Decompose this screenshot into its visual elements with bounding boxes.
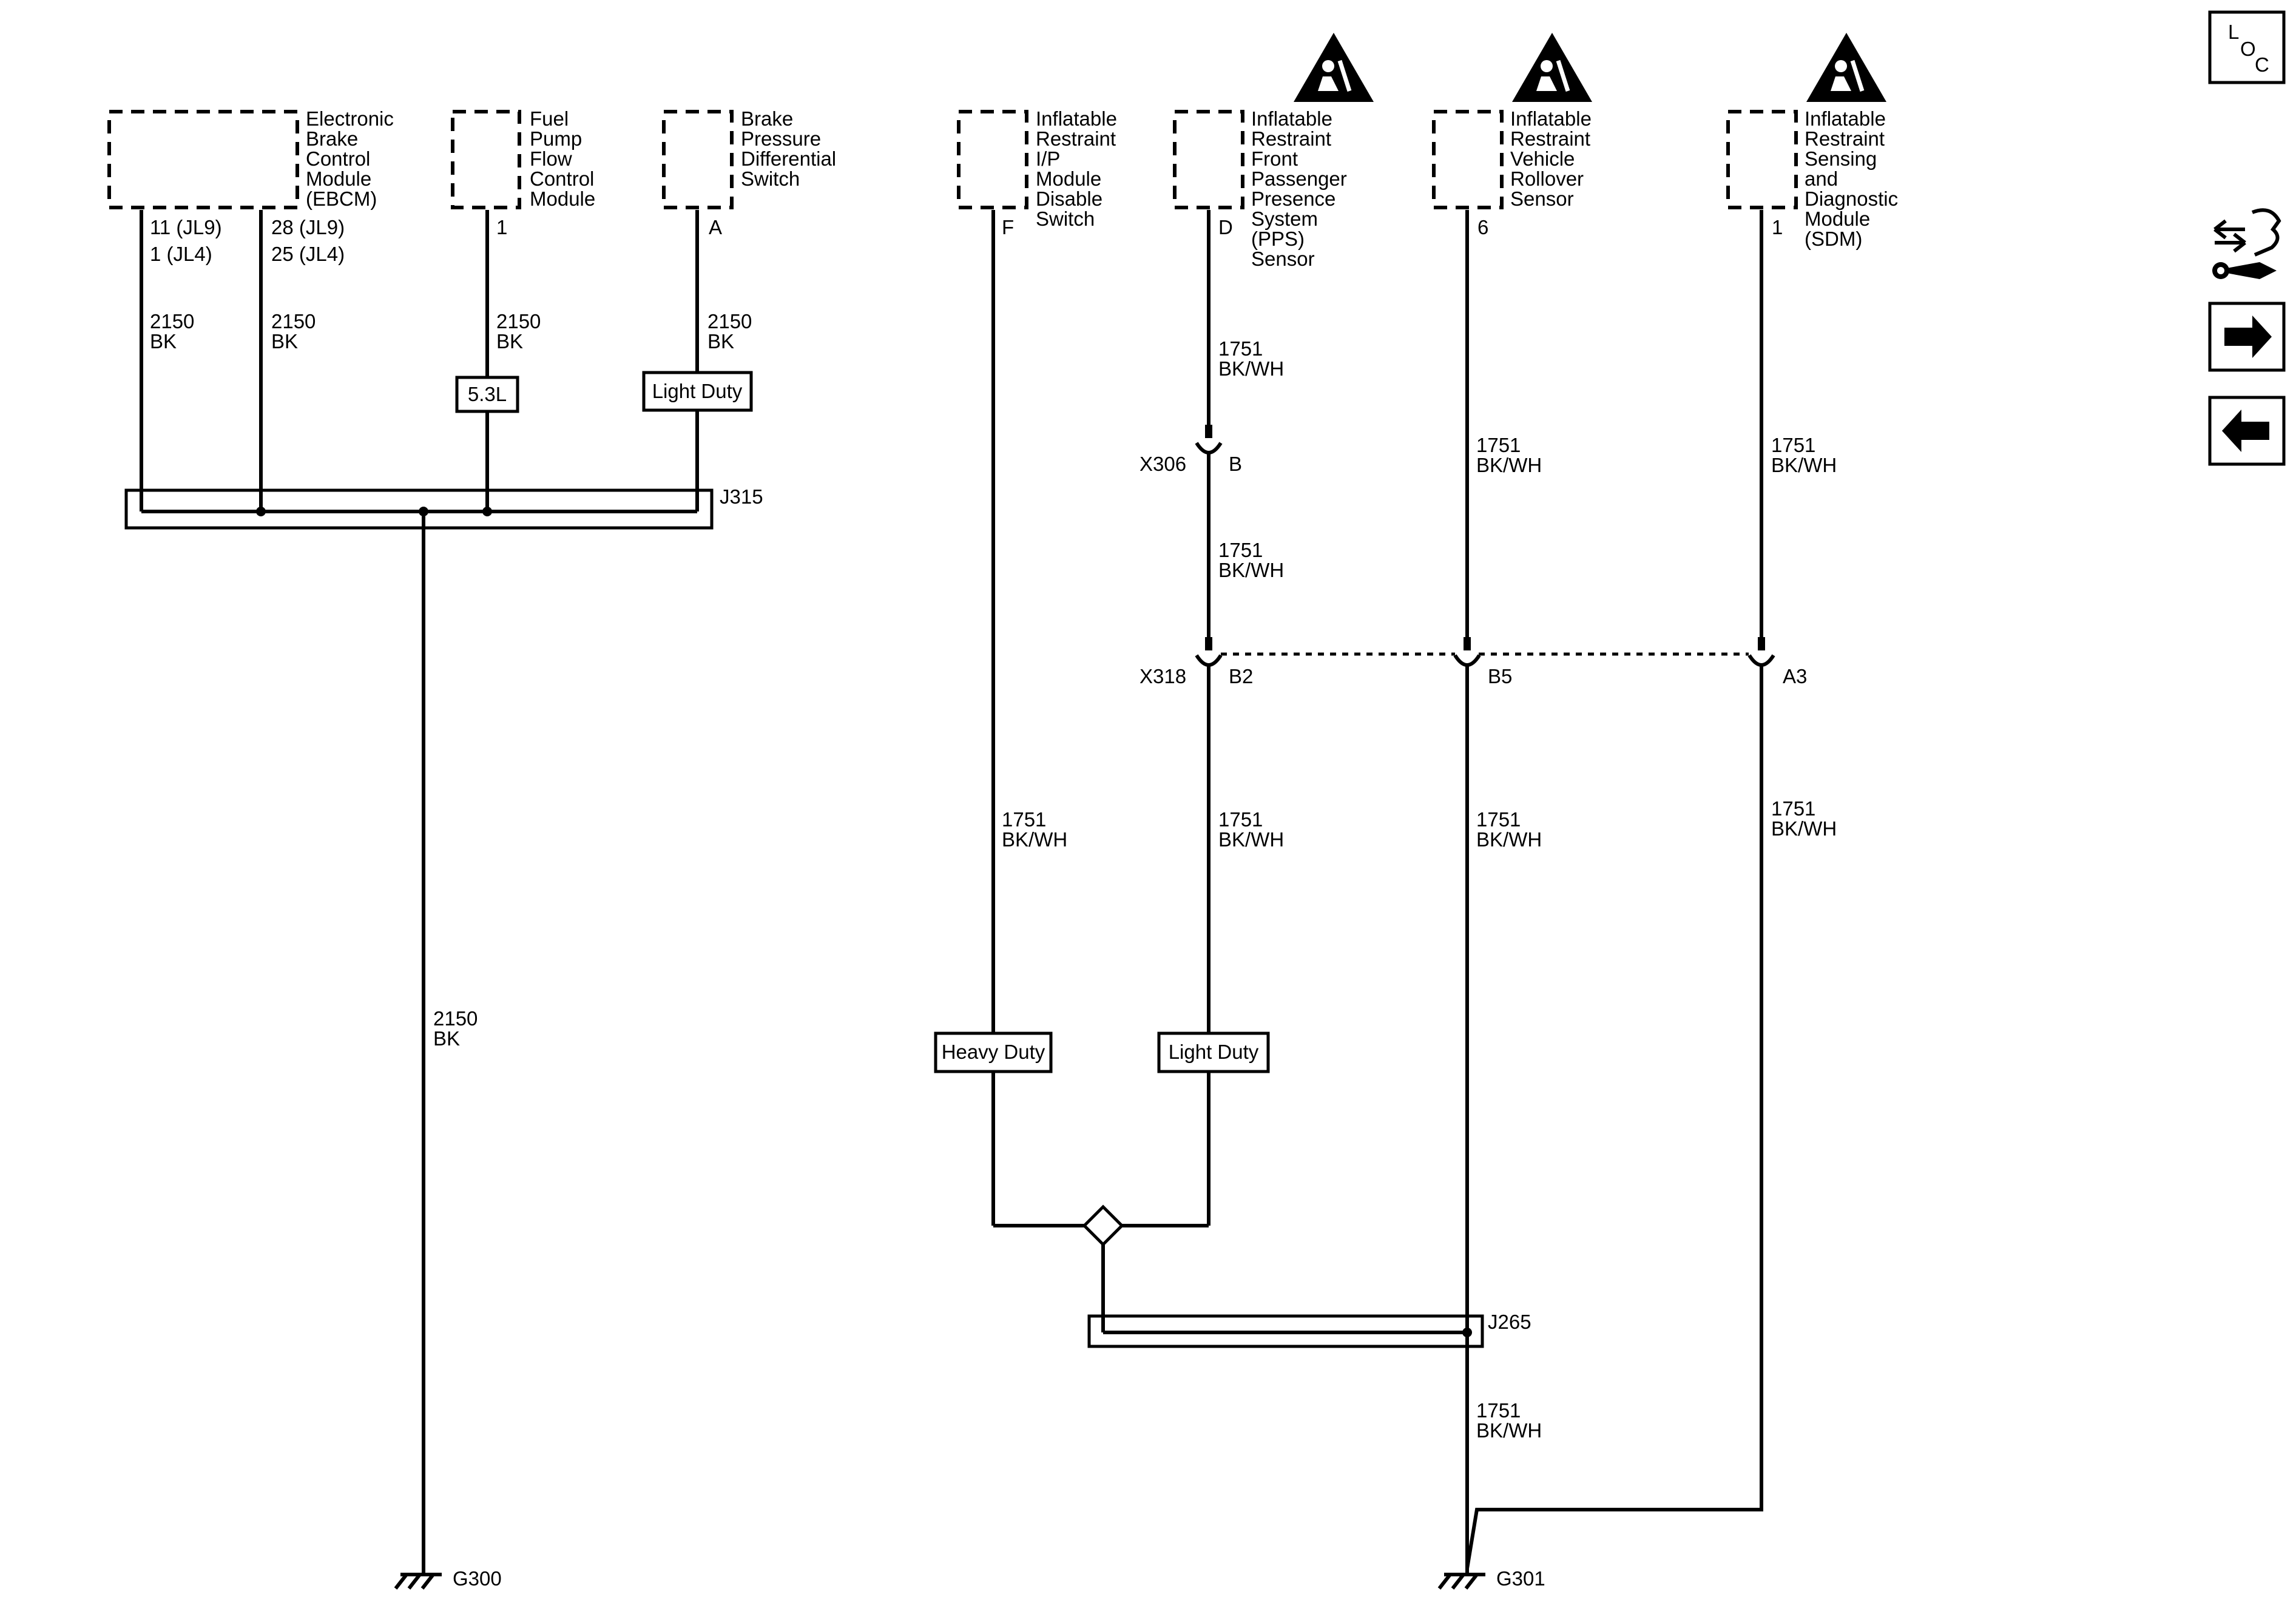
ip-module-disable-switch: Inflatable Restraint I/P Module Disable …	[957, 107, 1123, 230]
svg-text:Light Duty: Light Duty	[1169, 1041, 1259, 1063]
option-join-diamond	[1082, 1204, 1124, 1247]
circuit-label-fpfcm: 2150 BK	[496, 310, 547, 353]
option-heavy-duty: Heavy Duty	[934, 1031, 1053, 1073]
ipmds-pin: F	[1002, 216, 1014, 238]
ebcm-pin-b1: 28 (JL9)	[271, 216, 345, 238]
circuit-label-bpds: 2150 BK	[707, 310, 758, 353]
svg-text:5.3L: 5.3L	[468, 383, 507, 405]
fuel-pump-flow-control-module: Fuel Pump Flow Control Module	[451, 107, 600, 210]
ebcm-module: Electronic Brake Control Module (EBCM)	[107, 107, 399, 210]
svg-text:Heavy Duty: Heavy Duty	[942, 1041, 1045, 1063]
splice-j315-label: J315	[720, 485, 763, 508]
option-light-duty-bpds: Light Duty	[642, 371, 753, 412]
sdm-wire-2	[1465, 665, 1763, 1569]
pps-sensor: Inflatable Restraint Front Passenger Pre…	[1173, 107, 1352, 270]
pps-pin: D	[1218, 216, 1233, 238]
airbag-warning-icon	[1806, 33, 1886, 102]
splice-j315: J315	[124, 485, 763, 530]
brake-pressure-differential-switch: Brake Pressure Differential Switch	[662, 107, 842, 209]
option-5-3l: 5.3L	[455, 376, 519, 413]
circuit-label-sdm-1: 1751 BK/WH	[1771, 434, 1837, 476]
splice-j265-label: J265	[1488, 1311, 1531, 1333]
connector-x318-pin-b2: B2	[1229, 665, 1253, 687]
svg-text:C: C	[2255, 53, 2269, 76]
circuit-label-ebcm-2: 2150 BK	[271, 310, 322, 353]
fpfcm-label: Fuel Pump Flow Control Module	[530, 107, 600, 210]
circuit-label-pps-2: 1751 BK/WH	[1218, 539, 1284, 581]
airbag-warning-icon	[1512, 33, 1592, 102]
ipmds-label: Inflatable Restraint I/P Module Disable …	[1036, 107, 1123, 230]
circuit-label-ipmds: 1751 BK/WH	[1002, 808, 1067, 851]
circuit-label-g301: 1751 BK/WH	[1476, 1399, 1542, 1442]
sensing-diagnostic-module: Inflatable Restraint Sensing and Diagnos…	[1726, 107, 1903, 250]
connector-x318-pin-a3: A3	[1783, 665, 1807, 687]
connector-service-icon[interactable]	[2212, 208, 2281, 279]
connector-x318: X318 B2 B5 A3	[1140, 637, 1807, 687]
circuit-label-sdm-2: 1751 BK/WH	[1771, 797, 1837, 840]
sdm-label: Inflatable Restraint Sensing and Diagnos…	[1805, 107, 1903, 250]
previous-arrow-icon[interactable]	[2208, 396, 2286, 466]
vehicle-rollover-sensor: Inflatable Restraint Vehicle Rollover Se…	[1432, 107, 1597, 210]
ebcm-pin-a1: 11 (JL9)	[150, 216, 222, 238]
splice-j265: J265	[1087, 1311, 1531, 1348]
circuit-label-pps-1: 1751 BK/WH	[1218, 337, 1284, 380]
ground-g301-label: G301	[1496, 1567, 1545, 1590]
sdm-pin: 1	[1772, 216, 1783, 238]
rollover-pin: 6	[1477, 216, 1488, 238]
svg-text:L: L	[2228, 21, 2239, 43]
ebcm-label: Electronic Brake Control Module (EBCM)	[306, 107, 399, 210]
svg-text:Light Duty: Light Duty	[652, 380, 743, 402]
loc-button[interactable]: L O C	[2208, 10, 2286, 84]
bpds-label: Brake Pressure Differential Switch	[741, 107, 842, 190]
option-light-duty-pps: Light Duty	[1157, 1031, 1270, 1073]
pps-label: Inflatable Restraint Front Passenger Pre…	[1251, 107, 1352, 270]
bpds-pin: A	[709, 216, 722, 238]
connector-x306-label: X306	[1140, 453, 1186, 475]
circuit-label-rollover-1: 1751 BK/WH	[1476, 434, 1542, 476]
rollover-label: Inflatable Restraint Vehicle Rollover Se…	[1510, 107, 1597, 210]
connector-x306: X306 B	[1140, 425, 1242, 475]
ebcm-pin-b2: 25 (JL4)	[271, 243, 345, 265]
airbag-warning-icon	[1294, 33, 1374, 102]
connector-x318-label: X318	[1140, 665, 1186, 687]
circuit-label-rollover-2: 1751 BK/WH	[1476, 808, 1542, 851]
ground-g300: G300	[394, 1567, 502, 1590]
circuit-label-ebcm-1: 2150 BK	[150, 310, 200, 353]
circuit-label-pps-3: 1751 BK/WH	[1218, 808, 1284, 851]
ebcm-pin-a2: 1 (JL4)	[150, 243, 212, 265]
ground-g300-label: G300	[453, 1567, 502, 1590]
ground-g301: G301	[1437, 1567, 1545, 1590]
circuit-label-g300: 2150 BK	[433, 1007, 484, 1050]
connector-x318-pin-b5: B5	[1488, 665, 1512, 687]
fpfcm-pin: 1	[496, 216, 507, 238]
next-arrow-icon[interactable]	[2208, 302, 2286, 372]
svg-text:O: O	[2240, 38, 2256, 60]
connector-x306-pin: B	[1229, 453, 1242, 475]
